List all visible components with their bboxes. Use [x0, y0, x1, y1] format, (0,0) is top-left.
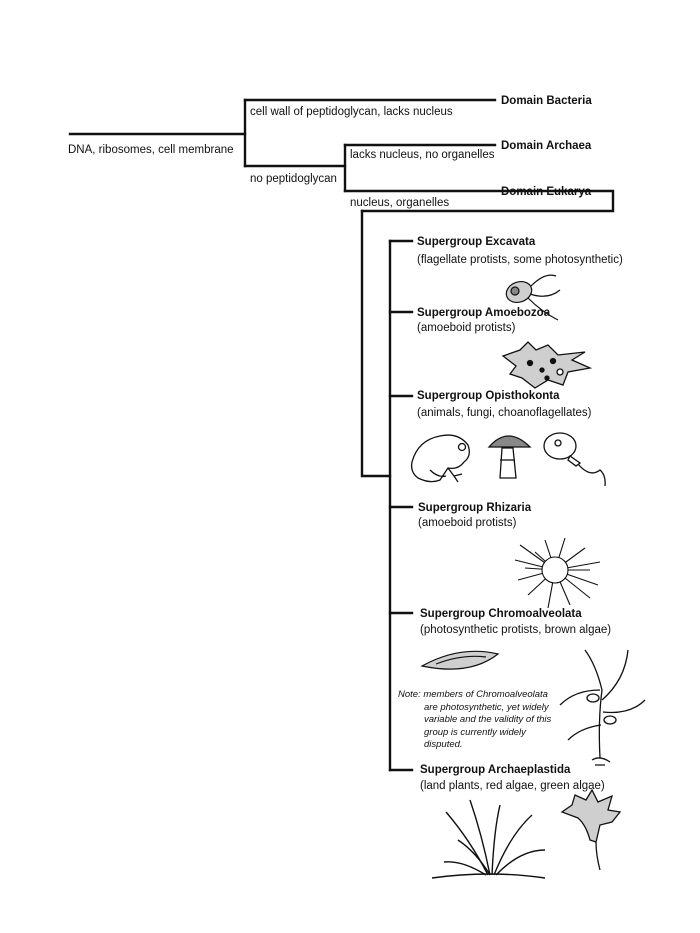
- domain-archaea-label: Domain Archaea: [501, 140, 592, 152]
- supergroup-chromoalveolata-name: Supergroup Chromoalveolata: [420, 608, 582, 620]
- supergroup-amoebozoa-desc: (amoeboid protists): [417, 322, 516, 334]
- choanoflagellate-icon: [543, 432, 606, 487]
- root-trait-label: DNA, ribosomes, cell membrane: [68, 144, 234, 156]
- eukarya-stem: [360, 209, 392, 478]
- eukarya-branch: [343, 189, 615, 213]
- note-line: variable and the validity of this: [424, 714, 552, 726]
- domain-bacteria-label: Domain Bacteria: [501, 95, 592, 107]
- supergroup-excavata-desc: (flagellate protists, some photosyntheti…: [417, 254, 623, 266]
- supergroup-opisthokonta-name: Supergroup Opisthokonta: [417, 390, 560, 402]
- note-line: Note: members of Chromoalveolata: [398, 689, 548, 700]
- supergroup-chromoalveolata-desc: (photosynthetic protists, brown algae): [420, 624, 612, 636]
- note-line: are photosynthetic, yet widely: [424, 701, 549, 713]
- eukarya-trait-label: nucleus, organelles: [350, 197, 450, 209]
- no-peptidoglycan-label: no peptidoglycan: [250, 173, 337, 185]
- supergroup-excavata-name: Supergroup Excavata: [417, 236, 536, 248]
- note-line: group is currently widely: [424, 726, 526, 738]
- land-plant-icon: [431, 799, 546, 879]
- supergroup-archaeplastida-desc: (land plants, red algae, green algae): [420, 780, 605, 792]
- diatom-icon: [420, 650, 500, 670]
- supergroup-opisthokonta-desc: (animals, fungi, choanoflagellates): [417, 407, 592, 419]
- flagellate-icon: [505, 274, 561, 321]
- supergroup-amoebozoa-name: Supergroup Amoebozoa: [417, 307, 551, 319]
- supergroup-archaeplastida-name: Supergroup Archaeplastida: [420, 764, 571, 776]
- mushroom-icon: [487, 435, 532, 479]
- radiolarian-icon: [514, 537, 601, 609]
- domain-eukarya-label: Domain Eukarya: [501, 186, 592, 198]
- bacteria-trait-label: cell wall of peptidoglycan, lacks nucleu…: [250, 106, 453, 118]
- amoeba-icon: [501, 341, 593, 389]
- chromoalveolata-note: Note: members of Chromoalveolata are pho…: [398, 689, 560, 752]
- frog-icon: [410, 434, 470, 483]
- red-algae-icon: [560, 788, 622, 871]
- supergroup-rhizaria-desc: (amoeboid protists): [418, 517, 517, 529]
- brown-algae-icon: [559, 649, 646, 766]
- supergroup-rhizaria-name: Supergroup Rhizaria: [418, 502, 532, 514]
- archaea-trait-label: lacks nucleus, no organelles: [350, 149, 495, 161]
- note-line: disputed.: [424, 739, 463, 751]
